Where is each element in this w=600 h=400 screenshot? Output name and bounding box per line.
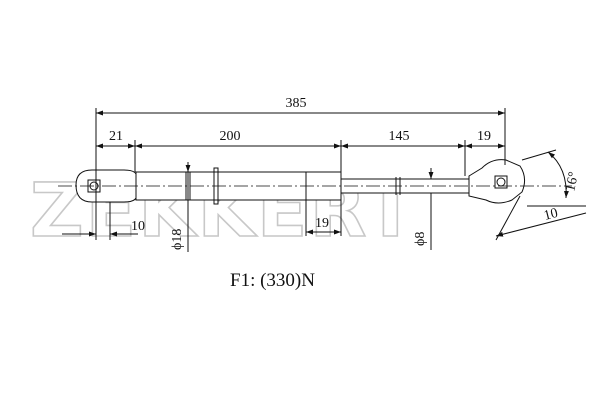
force-label: F1: (330)N bbox=[230, 270, 315, 291]
right-fitting-square bbox=[494, 175, 508, 189]
dim-angle-label: 16° bbox=[563, 171, 582, 193]
dim-seal: 19 bbox=[306, 216, 341, 235]
dim-cylinder-diameter-label: ϕ18 bbox=[170, 229, 185, 250]
dim-cylinder-diameter: ϕ18 bbox=[170, 162, 191, 252]
dim-cylinder-label: 200 bbox=[220, 129, 241, 144]
gas-spring-part bbox=[75, 159, 526, 205]
dim-chain: 21 200 145 19 bbox=[96, 129, 505, 149]
dim-left-fitting-label: 21 bbox=[109, 129, 123, 144]
dim-rod-label: 145 bbox=[389, 129, 410, 144]
dim-right-offset-label: 10 bbox=[542, 206, 559, 224]
dim-right-fitting-label: 19 bbox=[477, 129, 491, 144]
dim-seal-label: 19 bbox=[315, 216, 329, 231]
cylinder-ring bbox=[213, 167, 219, 205]
dim-left-offset: 10 bbox=[62, 219, 145, 237]
dim-angle: 16° bbox=[521, 149, 582, 199]
dim-total: 385 bbox=[96, 96, 505, 116]
dim-rod-diameter-label: ϕ8 bbox=[413, 232, 428, 246]
dim-total-label: 385 bbox=[286, 96, 307, 111]
dim-left-offset-label: 10 bbox=[131, 219, 145, 234]
dim-right-offset: 10 bbox=[495, 195, 587, 241]
dim-rod-diameter: ϕ8 bbox=[413, 168, 434, 250]
